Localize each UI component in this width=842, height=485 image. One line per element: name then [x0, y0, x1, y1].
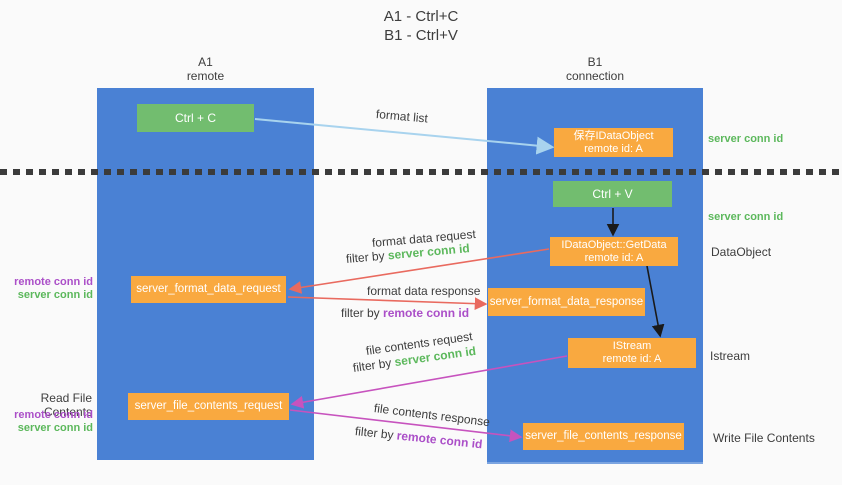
session-divider-line	[0, 169, 842, 175]
format-data-response-label: format data response	[367, 284, 480, 298]
format-data-response-text: format data response	[367, 284, 481, 298]
title-line-1: A1 - Ctrl+C	[383, 8, 459, 25]
istream-side-label: Istream	[710, 349, 751, 363]
save-dataobject-node: 保存IDataObject remote id: A	[554, 128, 673, 157]
save-dataobject-line2: remote id: A	[584, 142, 643, 155]
ctrl-c-node: Ctrl + C	[137, 104, 254, 132]
remote-conn-id-label: remote conn id	[14, 276, 93, 288]
file-response-node: server_file_contents_response	[523, 423, 684, 450]
format-request-node: server_format_data_request	[131, 276, 286, 303]
filter-prefix: filter by	[345, 248, 386, 266]
filter-prefix: filter by	[352, 355, 393, 375]
diagram-title: A1 - Ctrl+C B1 - Ctrl+V	[0, 7, 842, 45]
write-file-contents-label: Write File Contents	[713, 431, 815, 445]
istream-line2: remote id: A	[602, 353, 662, 365]
file-request-label: server_file_contents_request	[134, 400, 283, 412]
server-conn-id-label: server conn id	[17, 289, 93, 301]
file-contents-response-text: file contents response	[373, 401, 491, 430]
getdata-line2: remote id: A	[584, 251, 644, 264]
dataobject-label: DataObject	[711, 245, 772, 259]
ctrl-c-label: Ctrl + C	[174, 111, 216, 125]
lifeline-header-a1: A1 remote	[97, 55, 314, 83]
filter-key-remote-conn-id: remote conn id	[383, 306, 470, 320]
server-conn-id-label-top: server conn id	[708, 133, 784, 145]
ctrl-v-label: Ctrl + V	[592, 187, 633, 201]
read-file-contents-label: Read File Contents	[40, 391, 92, 419]
save-dataobject-line1: 保存IDataObject	[573, 129, 654, 142]
format-data-response-filter-label: filter by remote conn id	[341, 306, 469, 320]
file-contents-response-filter-label: filter by remote conn id	[354, 424, 483, 451]
file-contents-response-label: file contents response	[373, 401, 491, 429]
format-list-text: format list	[375, 107, 429, 126]
remote-conn-id-label: remote conn id	[14, 409, 93, 421]
lifeline-a1-role: remote	[186, 69, 225, 83]
lifeline-header-b1: B1 connection	[487, 55, 703, 83]
filter-prefix: filter by	[354, 424, 395, 443]
lifeline-b1-role: connection	[565, 69, 625, 83]
istream-node: IStream remote id: A	[568, 338, 696, 368]
format-conn-id-labels: remote conn id server conn id	[0, 276, 93, 302]
file-request-node: server_file_contents_request	[128, 393, 289, 420]
format-response-label: server_format_data_response	[489, 295, 644, 308]
getdata-node: IDataObject::GetData remote id: A	[550, 237, 678, 266]
lifeline-b1-name: B1	[587, 55, 603, 69]
format-request-label: server_format_data_request	[136, 283, 281, 295]
filter-prefix: filter by	[341, 306, 380, 320]
file-conn-id-labels: remote conn id server conn id	[0, 409, 93, 435]
title-line-2: B1 - Ctrl+V	[384, 27, 458, 44]
lifeline-a1-name: A1	[198, 55, 213, 69]
file-response-label: server_file_contents_response	[525, 430, 682, 442]
server-conn-id-label: server conn id	[17, 422, 93, 434]
ctrl-v-node: Ctrl + V	[553, 181, 672, 207]
format-data-response-arrow	[287, 296, 488, 311]
format-response-node: server_format_data_response	[488, 288, 645, 316]
server-conn-id-label-ctrlv: server conn id	[708, 211, 784, 223]
format-list-label: format list	[375, 107, 428, 125]
getdata-line1: IDataObject::GetData	[561, 238, 667, 251]
filter-key-remote-conn-id: remote conn id	[396, 428, 484, 452]
istream-line1: IStream	[612, 340, 652, 352]
